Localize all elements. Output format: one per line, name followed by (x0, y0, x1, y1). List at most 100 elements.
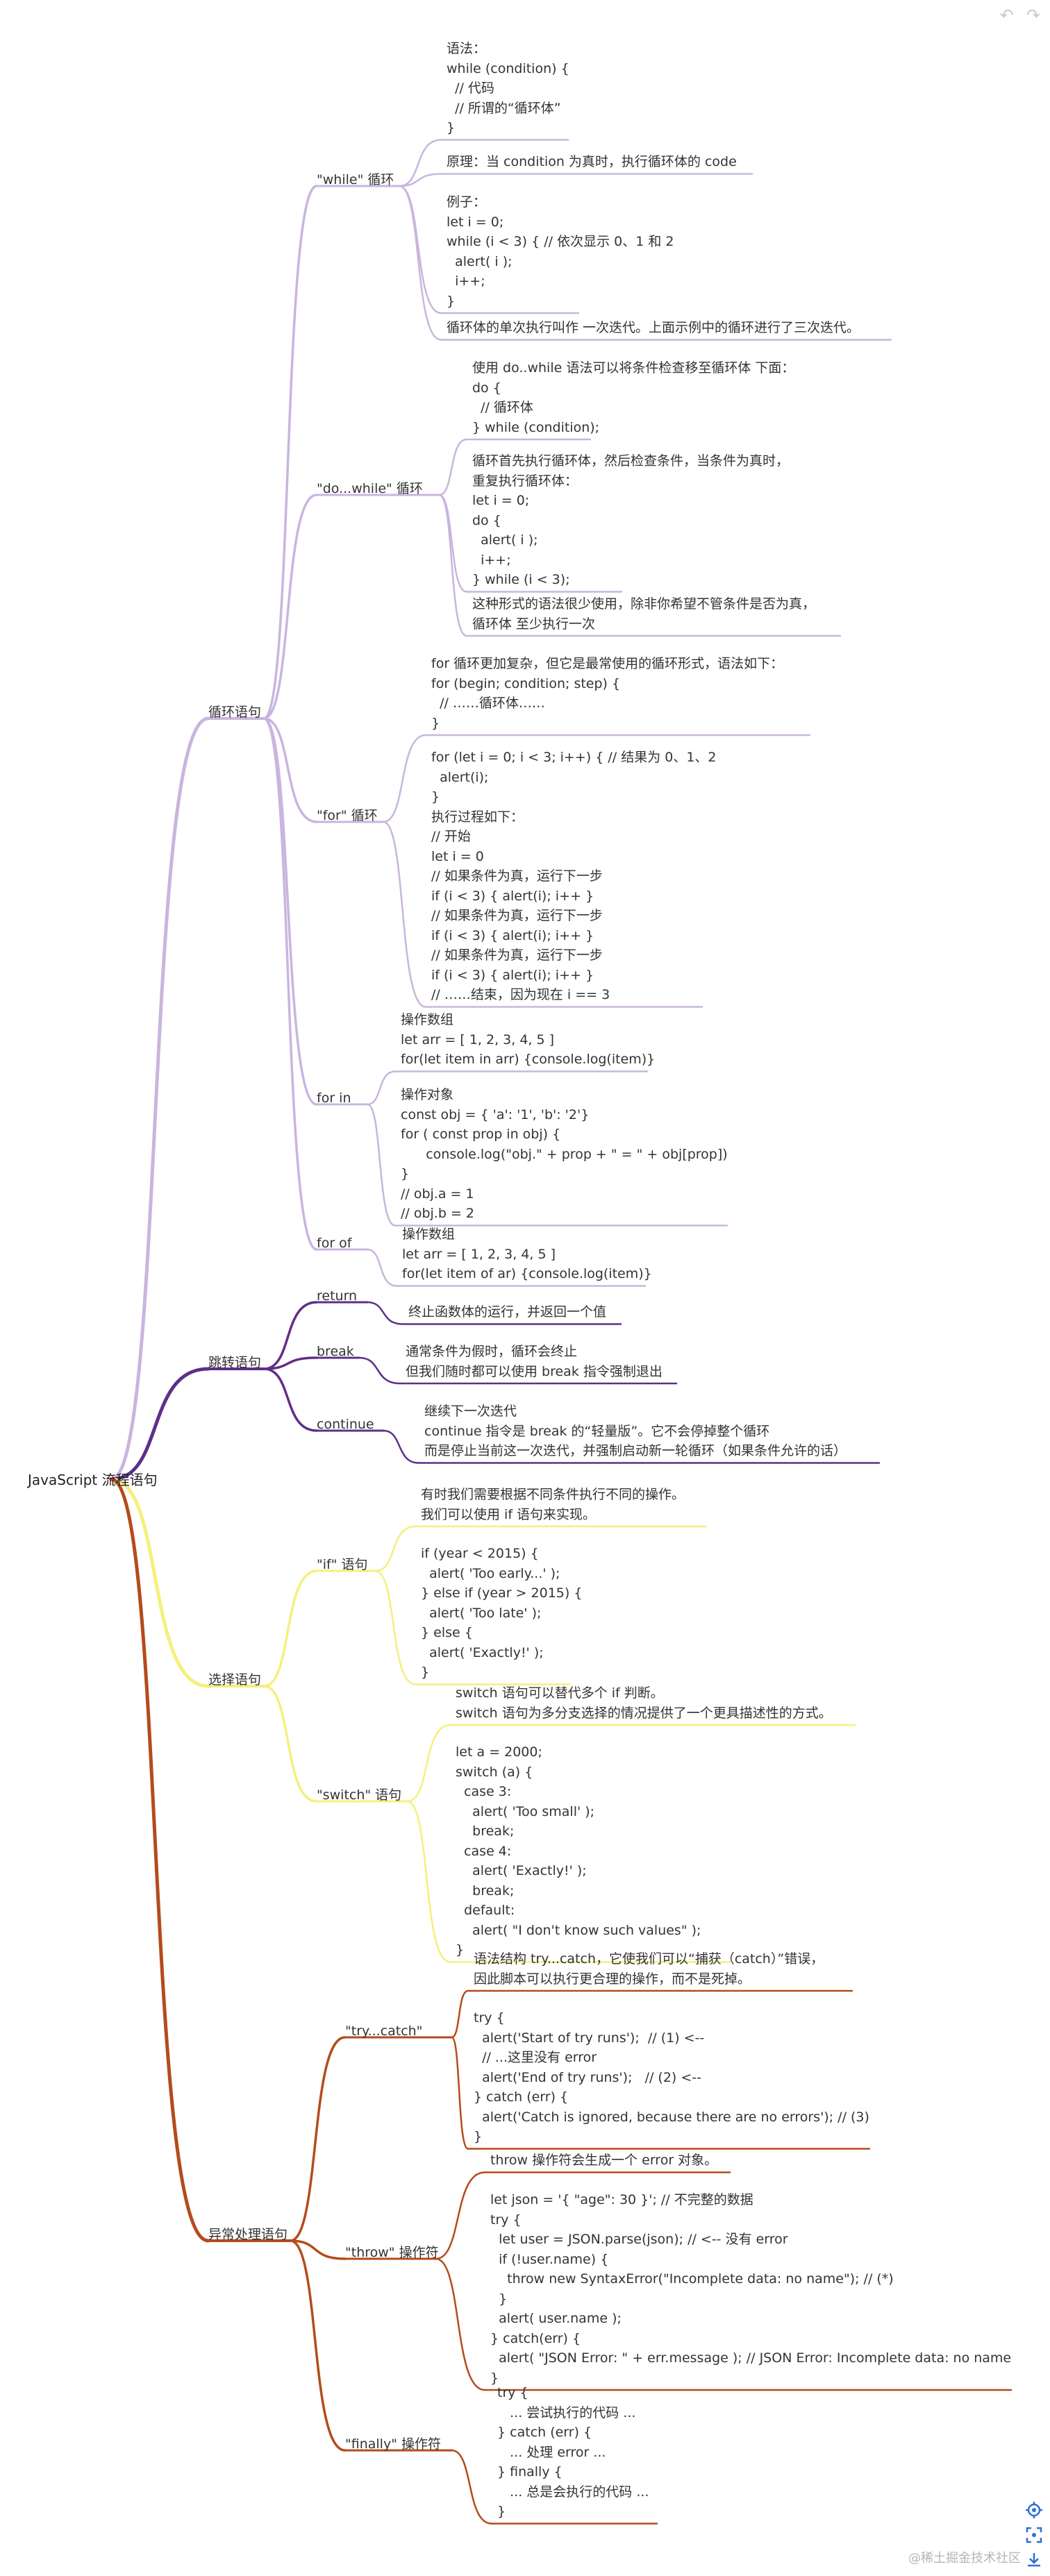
text-line: try { (497, 2385, 528, 2400)
text-line: } while (condition); (472, 419, 600, 435)
text-block[interactable]: try { ... 尝试执行的代码 ...} catch (err) { ...… (497, 2383, 649, 2522)
text-line: } finally { (497, 2464, 562, 2480)
topic-select-0[interactable]: "if" 语句 (317, 1557, 368, 1572)
topic-jump-1[interactable]: break (317, 1344, 354, 1359)
text-line: 重复执行循环体： (472, 473, 578, 489)
topic-exception-1[interactable]: "throw" 操作符 (345, 2245, 439, 2260)
branch-select[interactable]: 选择语句 (208, 1672, 262, 1687)
text-line: for(let item in arr) {console.log(item)} (401, 1052, 656, 1067)
connector-line (398, 139, 442, 187)
text-line: 而是停止当前这一次迭代，并强制启动新一轮循环（如果条件允许的话） (424, 1443, 847, 1458)
text-line: } (431, 789, 440, 805)
redo-icon[interactable]: ↷ (1026, 6, 1040, 25)
text-line: // 如果条件为真，运行下一步 (431, 868, 603, 884)
topic-loop-3[interactable]: for in (317, 1091, 351, 1106)
text-line: // obj.a = 1 (401, 1186, 474, 1202)
connector-line (451, 2449, 493, 2525)
text-line: } (421, 1665, 430, 1680)
text-block[interactable]: let a = 2000;switch (a) { case 3: alert(… (456, 1742, 701, 1960)
topic-jump-2[interactable]: continue (317, 1417, 374, 1432)
branch-exception[interactable]: 异常处理语句 (208, 2227, 288, 2242)
topic-jump-0[interactable]: return (317, 1288, 358, 1304)
text-block[interactable]: 例子：let i = 0;while (i < 3) { // 依次显示 0、1… (447, 192, 674, 311)
topic-select-1[interactable]: "switch" 语句 (317, 1787, 402, 1803)
text-line: alert('End of try runs'); // (2) <-- (474, 2069, 702, 2085)
text-block[interactable]: 终止函数体的运行，并返回一个值 (408, 1302, 606, 1322)
history-toolbar: ↶ ↷ (1000, 6, 1040, 25)
text-line: // obj.b = 2 (401, 1206, 474, 1221)
root-node[interactable]: JavaScript 流程语句 (28, 1472, 158, 1488)
branch-jump[interactable]: 跳转语句 (208, 1355, 262, 1370)
download-icon[interactable] (1025, 2551, 1043, 2569)
zoom-fit-icon[interactable] (1025, 2526, 1043, 2544)
text-line: case 3: (456, 1784, 512, 1799)
text-line: // ……循环体…… (431, 696, 545, 711)
topic-loop-0[interactable]: "while" 循环 (317, 172, 394, 187)
text-block[interactable]: throw 操作符会生成一个 error 对象。 (490, 2150, 717, 2171)
text-block[interactable]: 循环首先执行循环体，然后检查条件，当条件为真时，重复执行循环体：let i = … (472, 451, 789, 590)
text-line: const obj = { 'a': '1', 'b': '2'} (401, 1106, 590, 1122)
text-block[interactable]: try { alert('Start of try runs'); // (1)… (474, 2008, 869, 2147)
connector-line (109, 1477, 210, 1688)
text-line: 继续下一次迭代 (424, 1404, 517, 1419)
text-block[interactable]: 语法：while (condition) { // 代码 // 所谓的“循环体”… (447, 39, 569, 138)
connector-line (382, 820, 427, 1008)
text-line: while (condition) { (447, 60, 569, 76)
text-line: 通常条件为假时，循环会终止 (406, 1344, 578, 1359)
text-line: 操作对象 (401, 1087, 454, 1102)
locate-icon[interactable] (1025, 2501, 1043, 2519)
undo-icon[interactable]: ↶ (999, 6, 1014, 25)
text-block[interactable]: 通常条件为假时，循环会终止但我们随时都可以使用 break 指令强制退出 (406, 1342, 662, 1381)
text-block[interactable]: 这种形式的语法很少使用，除非你希望不管条件是否为真，循环体 至少执行一次 (472, 594, 815, 634)
connector-line (262, 1569, 318, 1687)
text-line: if (i < 3) { alert(i); i++ } (431, 967, 594, 983)
topic-exception-2[interactable]: "finally" 操作符 (345, 2436, 441, 2452)
text-block[interactable]: 原理：当 condition 为真时，执行循环体的 code (447, 152, 737, 172)
text-line: try { (474, 2010, 505, 2026)
connector-line (262, 1301, 318, 1370)
topic-loop-4[interactable]: for of (317, 1236, 352, 1251)
text-block[interactable]: 使用 do..while 语法可以将条件检查移至循环体 下面：do { // 循… (472, 358, 794, 437)
text-block[interactable]: 循环体的单次执行叫作 一次迭代。上面示例中的循环进行了三次迭代。 (447, 318, 860, 338)
text-line: do { (472, 380, 501, 396)
text-line: case 4: (456, 1843, 512, 1859)
topic-loop-1[interactable]: "do...while" 循环 (317, 481, 423, 496)
text-block[interactable]: if (year < 2015) { alert( 'Too early...'… (421, 1544, 582, 1683)
text-line: 因此脚本可以执行更合理的操作，而不是死掉。 (474, 1971, 751, 1987)
text-line: 我们可以使用 if 语句来实现。 (421, 1506, 597, 1522)
text-block[interactable]: 有时我们需要根据不同条件执行不同的操作。我们可以使用 if 语句来实现。 (421, 1485, 685, 1524)
connector-line (262, 1367, 318, 1432)
text-block[interactable]: switch 语句可以替代多个 if 判断。switch 语句为多分支选择的情况… (456, 1683, 832, 1723)
text-line: if (year < 2015) { (421, 1546, 539, 1561)
text-line: while (i < 3) { // 依次显示 0、1 和 2 (447, 234, 674, 249)
text-line: let arr = [ 1, 2, 3, 4, 5 ] (402, 1246, 556, 1262)
text-line: switch 语句可以替代多个 if 判断。 (456, 1685, 664, 1701)
text-line: let i = 0 (431, 848, 484, 864)
branch-loop[interactable]: 循环语句 (208, 705, 262, 720)
text-line: // 代码 (447, 81, 494, 96)
text-block[interactable]: for (let i = 0; i < 3; i++) { // 结果为 0、1… (431, 748, 717, 1005)
connector-line (262, 1356, 318, 1370)
text-line: for 循环更加复杂，但它是最常使用的循环形式，语法如下： (431, 656, 784, 671)
text-line: alert('Start of try runs'); // (1) <-- (474, 2030, 705, 2046)
topic-exception-0[interactable]: "try...catch" (345, 2023, 423, 2039)
connector-line (374, 1525, 417, 1572)
text-line: i++; (447, 273, 485, 289)
connector-line (435, 2257, 486, 2391)
text-block[interactable]: 语法结构 try...catch，它使我们可以“捕获（catch）”错误，因此脚… (474, 1949, 824, 1989)
topic-loop-2[interactable]: "for" 循环 (317, 808, 378, 823)
text-line: for (begin; condition; step) { (431, 675, 621, 691)
text-line: } catch (err) { (474, 2089, 569, 2105)
connector-line (366, 1248, 398, 1287)
text-line: ... 总是会执行的代码 ... (497, 2484, 649, 2500)
connector-line (262, 717, 318, 1251)
text-line: break; (456, 1883, 515, 1899)
connector-line (451, 1989, 469, 2039)
text-block[interactable]: for 循环更加复杂，但它是最常使用的循环形式，语法如下： for (begin;… (431, 654, 783, 733)
